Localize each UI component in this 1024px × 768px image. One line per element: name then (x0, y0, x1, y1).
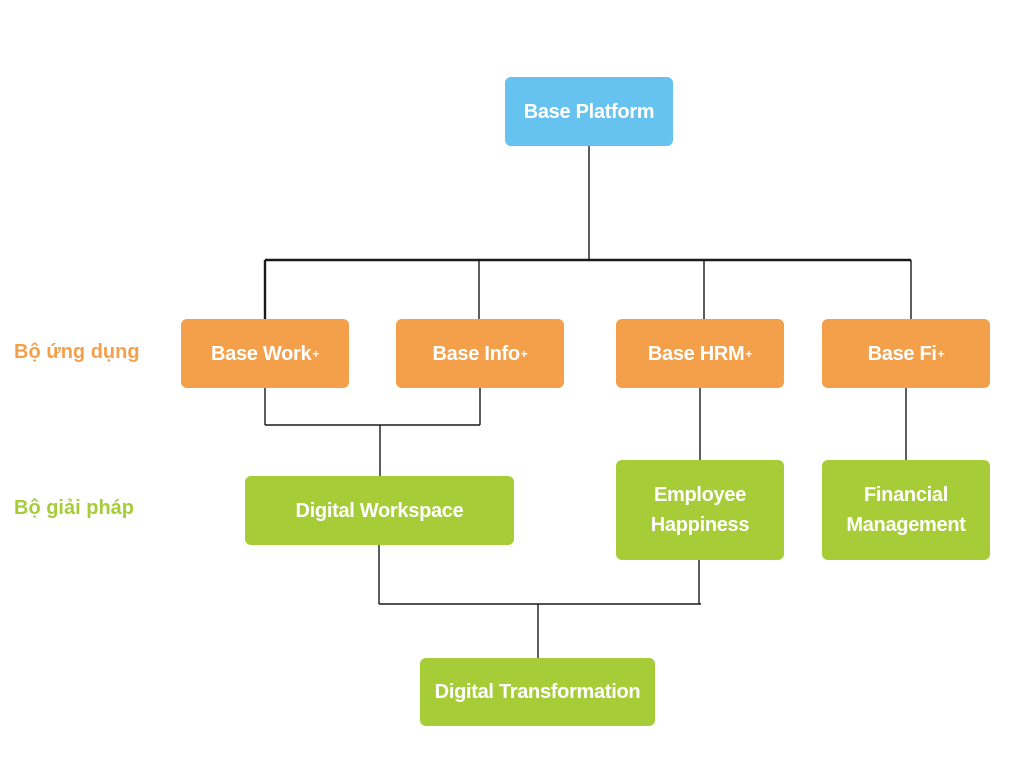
row-label-solutions: Bộ giải pháp (14, 497, 134, 519)
node-financial-management: Financial Management (822, 460, 990, 560)
node-base-info: Base Info+ (396, 319, 564, 388)
row-label-applications: Bộ ứng dụng (14, 341, 140, 363)
node-base-hrm: Base HRM+ (616, 319, 784, 388)
plus-sign: + (520, 346, 528, 361)
plus-sign: + (745, 346, 753, 361)
plus-sign: + (937, 346, 945, 361)
node-base-fi-label: Base Fi (867, 342, 937, 365)
node-base-fi: Base Fi+ (822, 319, 990, 388)
node-digital-workspace: Digital Workspace (245, 476, 514, 545)
plus-sign: + (312, 346, 320, 361)
node-base-hrm-label: Base HRM (647, 342, 745, 365)
node-base-work: Base Work+ (181, 319, 349, 388)
node-base-platform: Base Platform (505, 77, 673, 146)
node-employee-happiness: Employee Happiness (616, 460, 784, 560)
node-digital-transformation: Digital Transformation (420, 658, 655, 726)
node-base-info-label: Base Info (432, 342, 520, 365)
node-base-work-label: Base Work (210, 342, 312, 365)
